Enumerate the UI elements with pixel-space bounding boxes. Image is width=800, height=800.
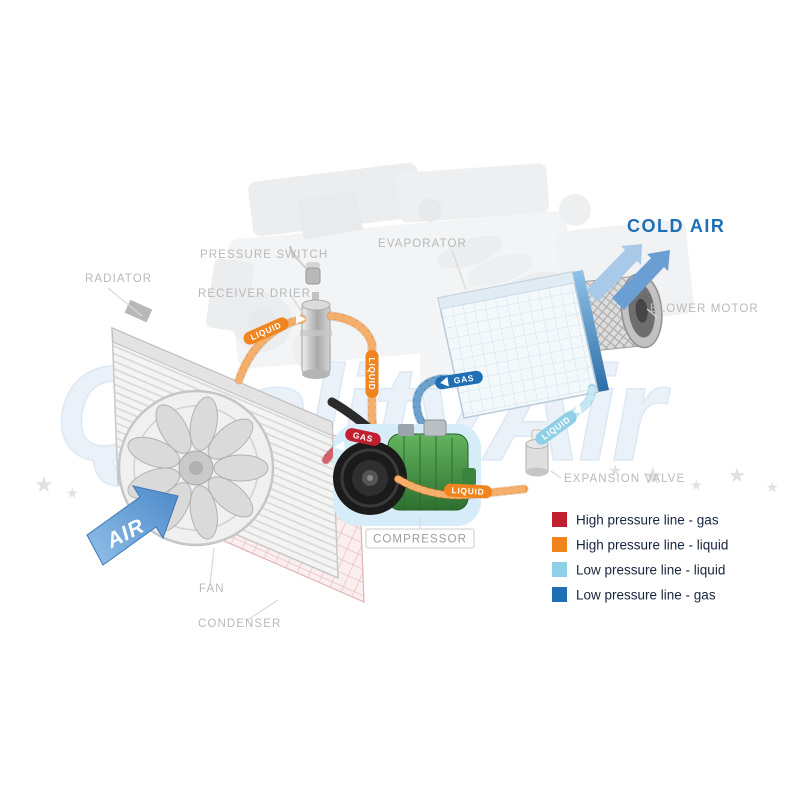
leader-lines bbox=[107, 249, 659, 622]
flow-arrow-icon bbox=[574, 402, 582, 414]
star-icon: ★ bbox=[728, 465, 746, 487]
star-icon: ★ bbox=[66, 485, 79, 501]
legend-label-low-pressure-gas: Low pressure line - gas bbox=[576, 588, 716, 603]
gas-label: GAS bbox=[453, 373, 475, 386]
compressor-graphic bbox=[333, 419, 481, 526]
air-arrow: AIR bbox=[86, 485, 179, 566]
fan-label: FAN bbox=[199, 583, 225, 595]
pressure-switch-label: PRESSURE SWITCH bbox=[200, 249, 328, 261]
legend-label-high-pressure-liquid: High pressure line - liquid bbox=[576, 538, 728, 553]
legend-label-low-pressure-liquid: Low pressure line - liquid bbox=[576, 563, 725, 578]
condenser-label: CONDENSER bbox=[198, 618, 281, 630]
liquid-pill bbox=[243, 317, 289, 345]
liquid-label: LIQUID bbox=[451, 485, 484, 497]
legend: High pressure line - gas High pressure l… bbox=[552, 512, 728, 603]
compressor-label: COMPRESSOR bbox=[373, 534, 467, 546]
star-icon: ★ bbox=[766, 479, 779, 495]
liquid-pill bbox=[535, 411, 577, 445]
component-labels: RADIATOR PRESSURE SWITCH RECEIVER DRIER … bbox=[85, 238, 759, 630]
receiver-drier-label: RECEIVER DRIER bbox=[198, 288, 311, 300]
cold-air-arrows: COLD AIR bbox=[586, 216, 725, 310]
legend-swatch-low-pressure-liquid bbox=[552, 562, 567, 577]
star-icon: ★ bbox=[642, 463, 664, 490]
legend-swatch-high-pressure-liquid bbox=[552, 537, 567, 552]
receiver-drier-graphic bbox=[300, 292, 332, 379]
star-icon: ★ bbox=[608, 463, 622, 480]
flow-arrow-icon bbox=[440, 376, 449, 387]
pipe-flow-labels: LIQUID LIQUID GAS GAS LIQUID LIQUID bbox=[243, 314, 582, 499]
liquid-label: LIQUID bbox=[367, 357, 377, 390]
cold-air-arrow-icon bbox=[586, 244, 642, 302]
compressor-label-box bbox=[365, 528, 475, 549]
star-icon: ★ bbox=[34, 472, 54, 497]
cold-air-arrow-icon bbox=[612, 250, 670, 310]
liquid-pill bbox=[444, 483, 492, 499]
legend-swatch-low-pressure-gas bbox=[552, 587, 567, 602]
gas-pill bbox=[345, 428, 381, 446]
evaporator-label: EVAPORATOR bbox=[378, 238, 467, 250]
flow-arrow-icon bbox=[296, 314, 306, 324]
liquid-pill bbox=[365, 350, 379, 398]
legend-label-high-pressure-gas: High pressure line - gas bbox=[576, 513, 719, 528]
gas-label: GAS bbox=[352, 430, 374, 444]
blower-motor-label: BLOWER MOTOR bbox=[650, 303, 759, 315]
radiator-bracket bbox=[124, 299, 153, 323]
legend-swatch-high-pressure-gas bbox=[552, 512, 567, 527]
cold-air-label: COLD AIR bbox=[627, 216, 725, 236]
star-icon: ★ bbox=[690, 477, 703, 493]
radiator-label: RADIATOR bbox=[85, 273, 152, 285]
flow-arrow-icon bbox=[334, 441, 345, 451]
expansion-valve-label: EXPANSION VALVE bbox=[564, 473, 685, 485]
